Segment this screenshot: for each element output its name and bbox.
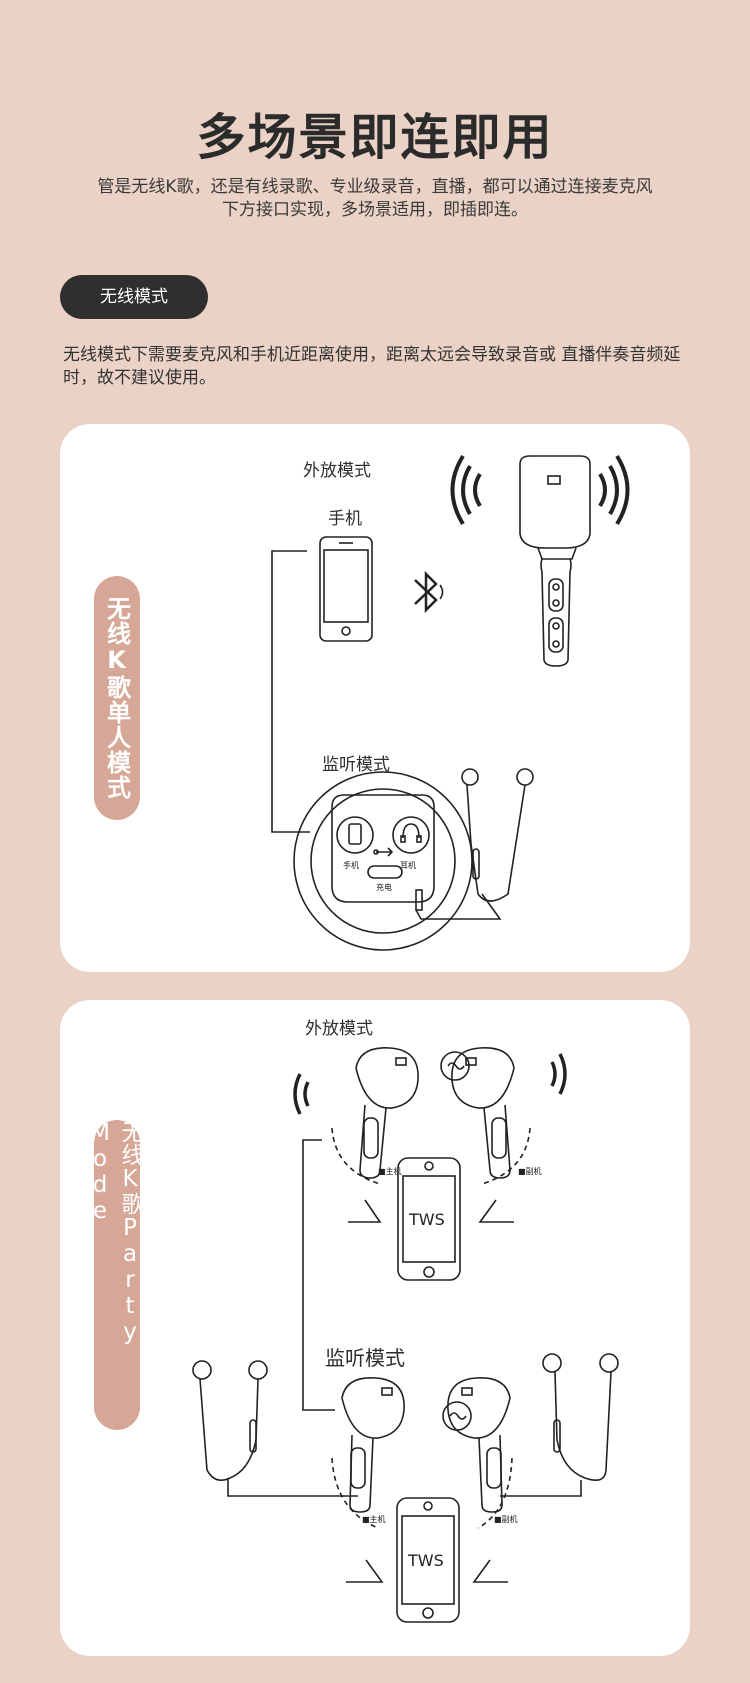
port-phone-text: 手机 bbox=[343, 860, 359, 870]
intro-text: 管是无线K歌，还是有线录歌、专业级录音，直播，都可以通过连接麦克风下方接口实现，… bbox=[97, 177, 653, 220]
party-mode-card: 无线K歌Party Mode 外放模式 监听模式 bbox=[60, 1000, 690, 1656]
page-title: 多场景即连即用 bbox=[196, 109, 554, 166]
wireless-mode-description: 无线模式下需要麦克风和手机近距离使用，距离太远会导致录音或 直播伴奏音频延时，故… bbox=[63, 345, 681, 388]
phone-label: 手机 bbox=[328, 509, 362, 529]
party-phone-bottom-icon bbox=[396, 1497, 460, 1623]
party-mode-diagram: TWS TWS ■主机 ■副机 ■主机 ■副机 bbox=[192, 1047, 619, 1623]
party-mic-left-bottom bbox=[341, 1377, 405, 1513]
party-mic-right-top bbox=[451, 1047, 515, 1179]
tws-bottom-label: TWS bbox=[407, 1551, 444, 1570]
tws-top-label: TWS bbox=[408, 1210, 445, 1229]
sub-label-bottom: ■副机 bbox=[494, 1514, 518, 1524]
bluetooth-icon bbox=[414, 570, 444, 614]
single-mode-diagram: 手机 耳机 充电 bbox=[271, 454, 630, 951]
link-icon bbox=[440, 1051, 470, 1081]
main-label-bottom: ■主机 bbox=[362, 1514, 386, 1524]
main-label-top: ■主机 bbox=[378, 1166, 402, 1176]
party-phone-top-icon bbox=[397, 1157, 461, 1281]
phone-icon bbox=[319, 536, 373, 642]
party-mic-left-top bbox=[355, 1047, 419, 1179]
party-sound-wave-icon bbox=[293, 1053, 567, 1115]
earphones-icon bbox=[415, 768, 534, 920]
single-mode-card: 无线K歌单人模式 外放模式 手机 监听模式 bbox=[60, 424, 690, 972]
microphone-icon bbox=[519, 455, 591, 667]
microphone-base-icon bbox=[293, 771, 473, 951]
party-earphones-left-icon bbox=[192, 1360, 358, 1497]
wireless-mode-pill: 无线模式 bbox=[60, 275, 208, 319]
speaker-mode-label: 外放模式 bbox=[303, 461, 371, 481]
port-charge-text: 充电 bbox=[376, 882, 392, 892]
port-earphone-text: 耳机 bbox=[400, 860, 416, 870]
monitor-mode-label: 监听模式 bbox=[322, 755, 390, 775]
sound-wave-icon bbox=[450, 454, 630, 526]
party-monitor-mode-label: 监听模式 bbox=[325, 1346, 405, 1370]
single-mode-tag: 无线K歌单人模式 bbox=[94, 576, 140, 820]
party-speaker-mode-label: 外放模式 bbox=[305, 1019, 373, 1039]
party-mic-right-bottom bbox=[447, 1377, 511, 1513]
party-earphones-right-icon bbox=[500, 1353, 619, 1497]
sub-label-top: ■副机 bbox=[518, 1166, 542, 1176]
